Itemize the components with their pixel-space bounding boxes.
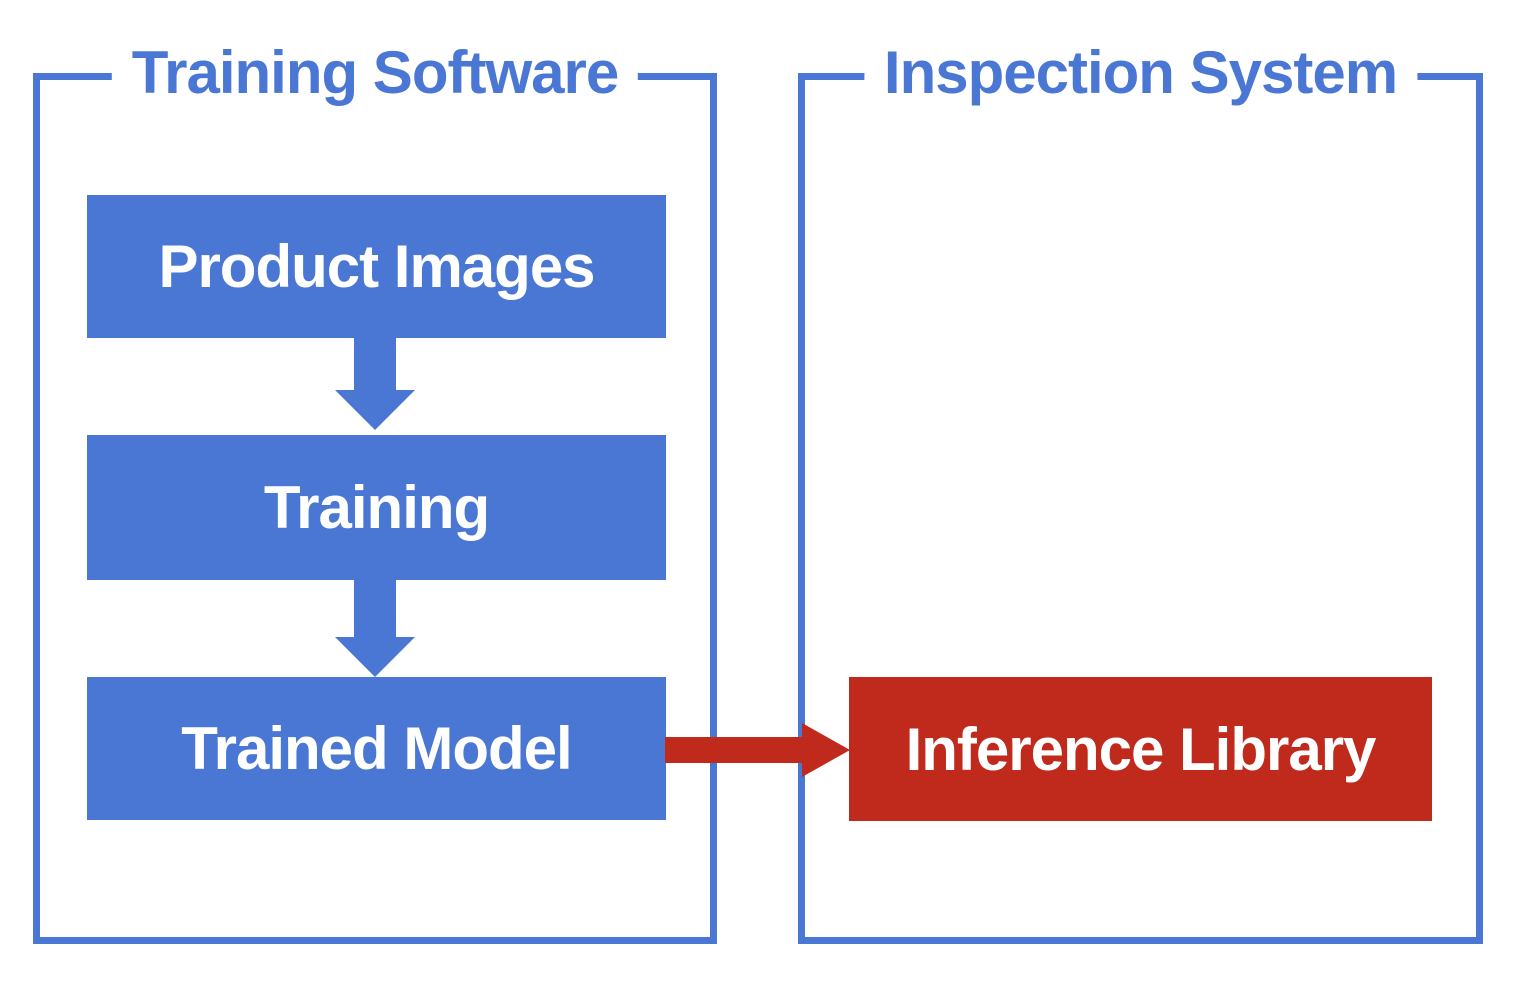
node-product-images: Product Images <box>87 195 666 338</box>
node-training: Training <box>87 435 666 580</box>
container-inspection-system-title: Inspection System <box>863 40 1418 106</box>
node-product-images-label: Product Images <box>158 233 595 300</box>
container-inspection-system: Inspection System <box>798 40 1483 944</box>
container-training-software: Training Software <box>33 40 717 944</box>
flow-arrow-product-images-to-training <box>335 338 415 430</box>
node-inference-library-label: Inference Library <box>905 715 1377 783</box>
flow-arrow-trained-model-to-inference-library <box>665 723 850 777</box>
node-inference-library: Inference Library <box>849 677 1432 821</box>
container-training-software-title: Training Software <box>111 40 639 106</box>
flow-arrow-training-to-trained-model <box>335 579 415 677</box>
node-trained-model-label: Trained Model <box>181 715 572 782</box>
node-training-label: Training <box>263 474 490 541</box>
node-trained-model: Trained Model <box>87 677 666 820</box>
